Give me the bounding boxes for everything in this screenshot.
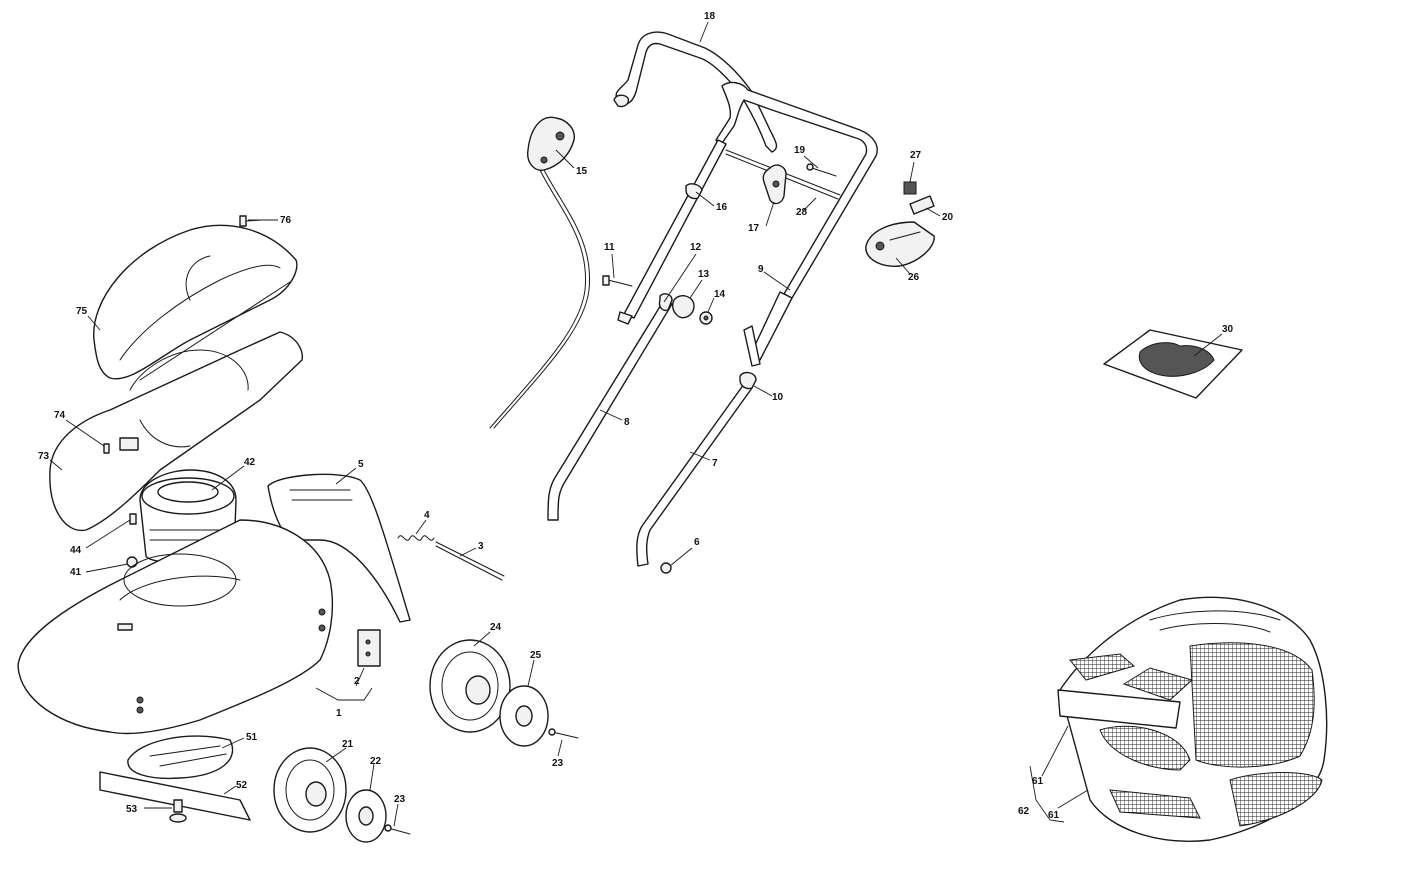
screw-76 [239, 215, 263, 227]
latch-20 [909, 195, 935, 215]
bolt-53 [169, 799, 187, 823]
callout-20: 20 [942, 212, 954, 223]
callout-11: 11 [604, 242, 615, 253]
handle-lower-left-8 [547, 299, 673, 521]
callout-8: 8 [624, 417, 630, 428]
callout-21: 21 [342, 739, 354, 750]
callout-16: 16 [716, 202, 728, 213]
callout-24: 24 [490, 622, 502, 633]
height-adjuster-26 [865, 221, 935, 267]
callout-18: 18 [704, 11, 716, 22]
spring-4 [397, 535, 435, 541]
callout-1: 1 [336, 708, 342, 719]
callout-61-lower: 61 [1048, 810, 1060, 821]
deck-1 [17, 519, 334, 735]
callout-26: 26 [908, 272, 920, 283]
callout-30: 30 [1222, 324, 1234, 335]
knob-10 [739, 371, 757, 390]
bracket-2 [357, 629, 381, 667]
callout-76: 76 [280, 215, 292, 226]
cable-clip-17 [762, 164, 787, 205]
callout-74: 74 [54, 410, 66, 421]
callout-3: 3 [478, 541, 484, 552]
power-cable [489, 169, 591, 429]
callout-62: 62 [1018, 806, 1030, 817]
bolt-23-front [384, 824, 411, 835]
knob-13 [671, 295, 695, 319]
callout-15: 15 [576, 166, 588, 177]
nut-41 [126, 556, 138, 568]
screw-6 [660, 562, 672, 574]
callout-9: 9 [758, 264, 764, 275]
hardware-bag-30 [1103, 329, 1243, 399]
callout-73: 73 [38, 451, 50, 462]
bolt-19 [806, 163, 837, 177]
callout-27: 27 [910, 150, 922, 161]
nut-14 [699, 311, 713, 325]
grass-box-62 [1057, 596, 1328, 842]
top-cover-75 [93, 224, 298, 381]
callout-61-upper: 61 [1032, 776, 1044, 787]
handle-upper-left-16 [617, 139, 727, 325]
hubcap-25 [499, 685, 549, 747]
rod-3 [435, 541, 505, 581]
callout-52: 52 [236, 780, 248, 791]
callout-19: 19 [794, 145, 806, 156]
callout-23-rear: 23 [552, 758, 564, 769]
fan-51 [127, 735, 234, 780]
callout-2: 2 [354, 676, 360, 687]
rear-wheel-24 [429, 639, 511, 733]
callout-6: 6 [694, 537, 700, 548]
callout-53: 53 [126, 804, 138, 815]
clamp-12 [658, 293, 673, 312]
callout-13: 13 [698, 269, 710, 280]
callout-labels: 18 15 19 16 28 17 27 20 26 11 12 13 14 9… [38, 11, 1234, 821]
callout-10: 10 [772, 392, 784, 403]
spring-27 [903, 181, 917, 195]
callout-17: 17 [748, 223, 760, 234]
bolt-23-rear [548, 728, 579, 739]
callout-25: 25 [530, 650, 542, 661]
callout-7: 7 [712, 458, 718, 469]
screw-44 [129, 513, 137, 525]
front-wheel-21 [273, 747, 347, 833]
callout-44: 44 [70, 545, 82, 556]
callout-5: 5 [358, 459, 364, 470]
callout-14: 14 [714, 289, 726, 300]
callout-22: 22 [370, 756, 382, 767]
hubcap-22 [345, 789, 387, 843]
blade-52 [99, 771, 251, 821]
motor-housing-73 [49, 331, 303, 532]
callout-28: 28 [796, 207, 808, 218]
bolt-11 [602, 275, 633, 287]
upper-handle-18 [613, 31, 878, 299]
switch-box-15 [527, 116, 575, 171]
screw-74 [103, 443, 110, 454]
callout-12: 12 [690, 242, 702, 253]
callout-4: 4 [424, 510, 430, 521]
callout-42: 42 [244, 457, 256, 468]
callout-41: 41 [70, 567, 82, 578]
callout-23-front: 23 [394, 794, 406, 805]
callout-51: 51 [246, 732, 258, 743]
handle-lower-right-7 [636, 383, 753, 567]
leader-lines [49, 21, 1223, 827]
callout-75: 75 [76, 306, 88, 317]
handle-upper-right-9 [743, 291, 793, 367]
